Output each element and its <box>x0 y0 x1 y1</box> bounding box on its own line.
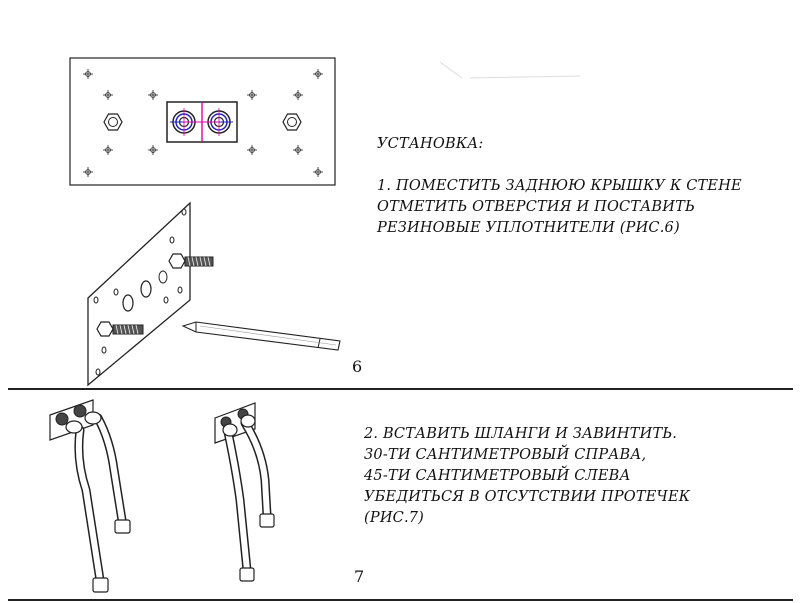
bottom-divider <box>8 599 793 601</box>
cover-template-perspective <box>87 201 214 387</box>
step1-line-3: РЕЗИНОВЫЕ УПЛОТНИТЕЛИ (РИС.6) <box>377 220 680 236</box>
cover-template-plan <box>69 57 336 186</box>
drill-bit <box>181 321 341 351</box>
step1-text: УСТАНОВКА: 1. ПОМЕСТИТЬ ЗАДНЮЮ КРЫШКУ К … <box>377 134 742 239</box>
section-heading: УСТАНОВКА: <box>377 136 484 152</box>
step2-line-1: 2. ВСТАВИТЬ ШЛАНГИ И ЗАВИНТИТЬ. <box>364 426 678 442</box>
section-divider <box>8 388 793 390</box>
hose-assembly-right <box>214 402 275 582</box>
step2-line-5: (РИС.7) <box>364 510 425 526</box>
step2-line-2: 30-ТИ САНТИМЕТРОВЫЙ СПРАВА, <box>364 447 647 463</box>
figure-number-7: 7 <box>354 567 365 586</box>
step2-text: 2. ВСТАВИТЬ ШЛАНГИ И ЗАВИНТИТЬ. 30-ТИ СА… <box>364 424 690 529</box>
step2-line-3: 45-ТИ САНТИМЕТРОВЫЙ СЛЕВА <box>364 468 631 484</box>
step1-line-1: 1. ПОМЕСТИТЬ ЗАДНЮЮ КРЫШКУ К СТЕНЕ <box>377 178 742 194</box>
hose-assembly-left <box>49 399 131 593</box>
figure-number-6: 6 <box>352 357 363 376</box>
step2-line-4: УБЕДИТЬСЯ В ОТСУТСТВИИ ПРОТЕЧЕК <box>364 489 691 505</box>
faint-marks <box>439 61 581 79</box>
step1-line-2: ОТМЕТИТЬ ОТВЕРСТИЯ И ПОСТАВИТЬ <box>377 199 695 215</box>
